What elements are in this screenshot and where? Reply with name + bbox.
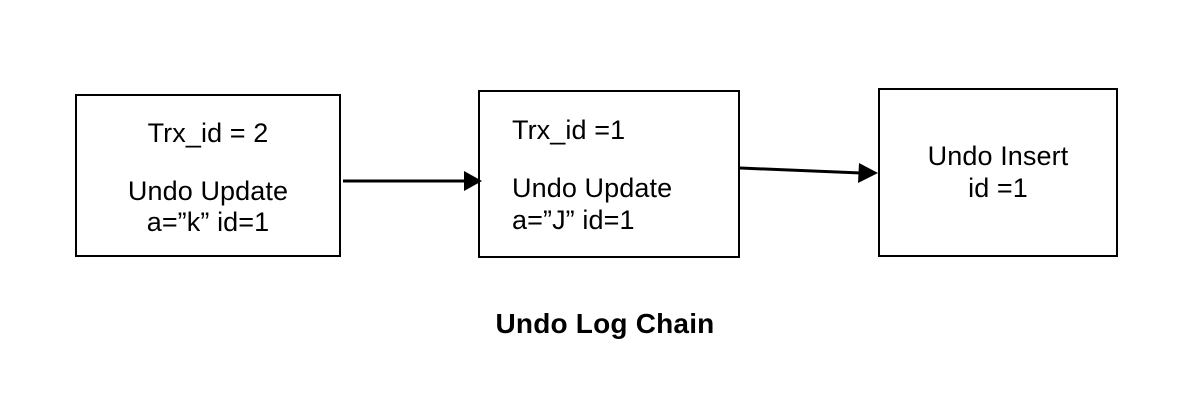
node-undo-insert[interactable]: Undo Insert id =1 [878,88,1118,257]
diagram-caption-text: Undo Log Chain [495,308,715,339]
node-2-line-1: Trx_id =1 [512,115,626,146]
node-2-line-2: Undo Update [512,173,673,204]
node-undo-update-trx2[interactable]: Trx_id = 2 Undo Update a=”k” id=1 [75,94,341,257]
node-1-line-1: Trx_id = 2 [147,117,269,148]
arrow-trx1-to-insert [739,163,878,183]
node-undo-update-trx1[interactable]: Trx_id =1 Undo Update a=”J” id=1 [478,90,740,258]
node-1-line-2: Undo Update [127,175,289,206]
node-3-line-1: Undo Insert [927,140,1069,171]
diagram-caption: Undo Log Chain [0,308,1194,340]
arrow-trx2-to-trx1 [343,171,482,191]
node-2-line-3: a=”J” id=1 [512,204,635,235]
node-1-line-3: a=”k” id=1 [146,207,270,238]
node-3-line-2: id =1 [968,172,1028,203]
